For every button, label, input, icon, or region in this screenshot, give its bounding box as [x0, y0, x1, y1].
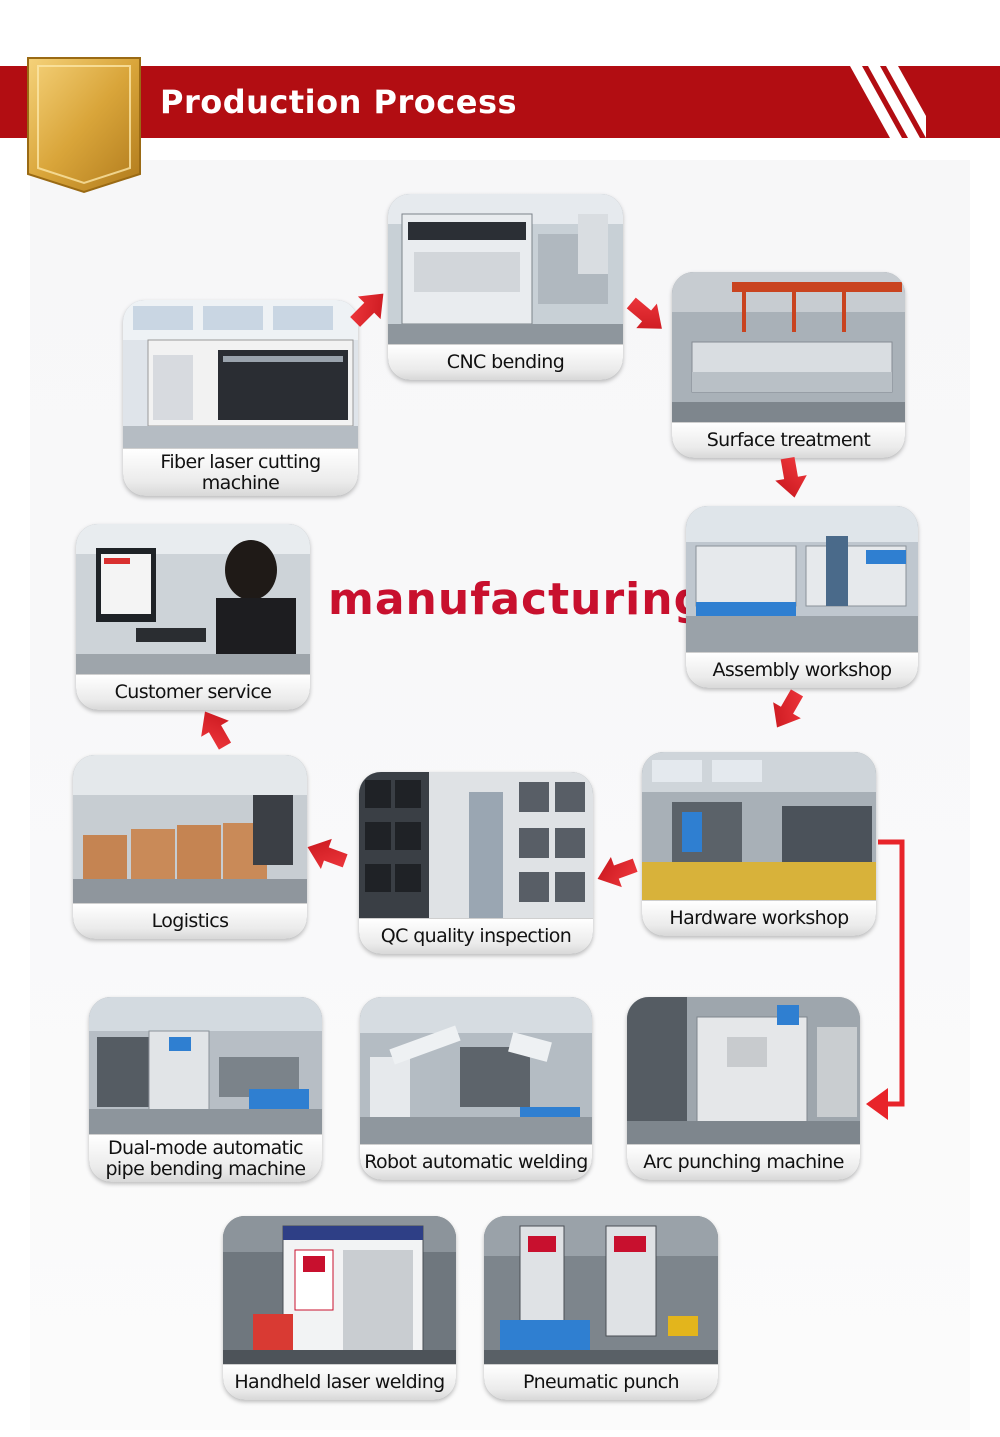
step-caption-line1: Handheld laser welding [234, 1371, 445, 1393]
step-laser-welding-caption: Handheld laser welding [223, 1364, 456, 1400]
step-caption-line2: machine [201, 471, 280, 494]
step-caption-line1: Arc punching machine [643, 1151, 844, 1173]
arc-punching-photo [627, 997, 860, 1144]
step-caption-line1: Fiber laser cutting [160, 450, 321, 473]
step-hardware-workshop-caption: Hardware workshop [642, 900, 876, 936]
step-customer-service-card: Customer service [76, 524, 310, 710]
pneumatic-punch-photo [484, 1216, 718, 1364]
step-pipe-bending-caption: Dual-mode automatic pipe bending machine [89, 1134, 322, 1182]
step-fiber-laser-caption: Fiber laser cutting machine [123, 448, 358, 496]
customer-service-photo [76, 524, 310, 674]
step-logistics-caption: Logistics [73, 903, 307, 939]
step-caption-line1: Robot automatic welding [364, 1151, 588, 1173]
step-caption-line1: Dual-mode automatic [107, 1136, 304, 1159]
step-qc-inspection-card: QC quality inspection [359, 772, 593, 954]
manufacturing-label: manufacturing [328, 574, 707, 625]
step-assembly-workshop-caption: Assembly workshop [686, 652, 918, 688]
step-robot-welding-card: Robot automatic welding [360, 997, 592, 1180]
qc-inspection-photo [359, 772, 593, 918]
step-pipe-bending-card: Dual-mode automatic pipe bending machine [89, 997, 322, 1182]
step-caption-line1: CNC bending [446, 351, 565, 373]
hardware-workshop-photo [642, 752, 876, 900]
step-caption-line1: Logistics [151, 910, 229, 932]
step-laser-welding-card: Handheld laser welding [223, 1216, 456, 1400]
step-caption-line2: pipe bending machine [105, 1157, 306, 1180]
step-hardware-workshop-card: Hardware workshop [642, 752, 876, 936]
step-arc-punching-card: Arc punching machine [627, 997, 860, 1180]
surface-treatment-photo [672, 272, 905, 422]
header-banner [0, 66, 1000, 138]
assembly-workshop-photo [686, 506, 918, 652]
step-logistics-card: Logistics [73, 755, 307, 939]
gold-shield-icon [27, 57, 141, 194]
step-caption-line1: Pneumatic punch [523, 1371, 680, 1393]
step-cnc-bending-caption: CNC bending [388, 344, 623, 380]
step-caption-line1: Hardware workshop [669, 907, 849, 929]
step-robot-welding-caption: Robot automatic welding [360, 1144, 592, 1180]
step-qc-inspection-caption: QC quality inspection [359, 918, 593, 954]
step-customer-service-caption: Customer service [76, 674, 310, 710]
banner-stripes-decoration [850, 66, 926, 138]
logistics-photo [73, 755, 307, 903]
step-caption-line1: Customer service [114, 681, 272, 703]
step-pneumatic-punch-card: Pneumatic punch [484, 1216, 718, 1400]
step-caption-line1: Assembly workshop [712, 659, 892, 681]
step-surface-treatment-card: Surface treatment [672, 272, 905, 458]
step-assembly-workshop-card: Assembly workshop [686, 506, 918, 688]
cnc-bending-photo [388, 194, 623, 346]
robot-welding-photo [360, 997, 592, 1144]
page-title: Production Process [160, 83, 518, 121]
step-cnc-bending-card: CNC bending [388, 194, 623, 380]
laser-welding-photo [223, 1216, 456, 1364]
step-surface-treatment-caption: Surface treatment [672, 422, 905, 458]
pipe-bending-photo [89, 997, 322, 1134]
step-arc-punching-caption: Arc punching machine [627, 1144, 860, 1180]
step-caption-line1: Surface treatment [706, 429, 871, 451]
step-pneumatic-punch-caption: Pneumatic punch [484, 1364, 718, 1400]
step-caption-line1: QC quality inspection [380, 925, 572, 947]
step-fiber-laser-card: Fiber laser cutting machine [123, 300, 358, 496]
fiber-laser-photo [123, 300, 358, 448]
